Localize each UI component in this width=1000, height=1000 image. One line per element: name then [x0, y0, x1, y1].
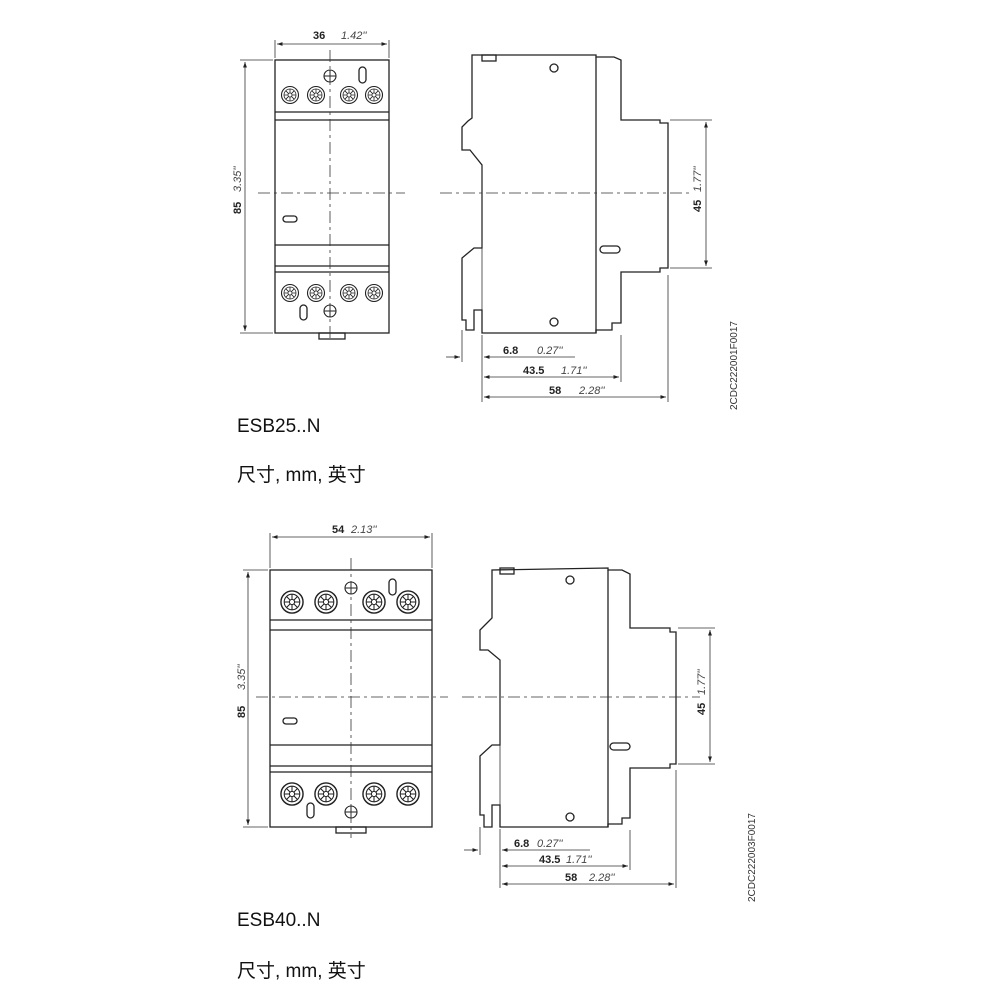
esb40-width-mm: 54 [332, 524, 345, 536]
esb40-height-mm: 85 [236, 706, 248, 718]
esb25-width-in: 1.42'' [341, 30, 368, 42]
esb25-front-view [258, 50, 405, 342]
esb40-d1-in: 0.27'' [537, 838, 564, 850]
esb40-rail-dimension: 45 1.77'' [678, 627, 715, 765]
esb40-rail-mm: 45 [696, 703, 708, 715]
esb40-width-in: 2.13'' [350, 524, 378, 536]
esb25-side-view [440, 54, 690, 334]
esb25-depth-dimensions: 6.8 0.27'' 43.5 1.71'' 58 2.28'' [446, 275, 669, 402]
esb25-d3-mm: 58 [549, 385, 561, 397]
esb25-rail-mm: 45 [692, 200, 704, 212]
esb40-side-view [462, 567, 700, 828]
esb40-d2-in: 1.71'' [566, 854, 593, 866]
esb25-d2-mm: 43.5 [523, 365, 544, 377]
esb40-d1-mm: 6.8 [514, 838, 529, 850]
esb25-d1-mm: 6.8 [503, 345, 518, 357]
esb25-height-dimension: 85 3.35'' [232, 59, 273, 334]
esb40-caption: 尺寸, mm, 英寸 [237, 961, 366, 982]
esb40-height-dimension: 85 3.35'' [236, 569, 268, 828]
esb25-height-in: 3.35'' [232, 165, 244, 192]
esb25-d2-in: 1.71'' [561, 365, 588, 377]
esb25-height-mm: 85 [232, 202, 244, 214]
esb25-d3-in: 2.28'' [578, 385, 606, 397]
esb25-caption: 尺寸, mm, 英寸 [237, 465, 366, 486]
esb40-model-label: ESB40..N [237, 910, 321, 931]
esb40-d2-mm: 43.5 [539, 854, 560, 866]
esb40-drawing-code: 2CDC222003F0017 [747, 813, 758, 902]
esb40-d3-in: 2.28'' [588, 872, 616, 884]
esb40-rail-in: 1.77'' [696, 668, 708, 695]
esb25-width-dimension: 36 1.42'' [274, 30, 390, 58]
esb25-rail-in: 1.77'' [692, 165, 704, 192]
esb40-front-view [256, 558, 448, 838]
esb25-d1-in: 0.27'' [537, 345, 564, 357]
esb25-rail-dimension: 45 1.77'' [670, 119, 712, 269]
esb25-model-label: ESB25..N [237, 416, 321, 437]
esb25-width-mm: 36 [313, 30, 325, 42]
esb40-d3-mm: 58 [565, 872, 577, 884]
esb40-height-in: 3.35'' [236, 663, 248, 690]
esb25-drawing-code: 2CDC222001F0017 [729, 321, 740, 410]
esb40-depth-dimensions: 6.8 0.27'' 43.5 1.71'' 58 2.28'' [464, 770, 677, 888]
esb40-width-dimension: 54 2.13'' [269, 524, 433, 568]
